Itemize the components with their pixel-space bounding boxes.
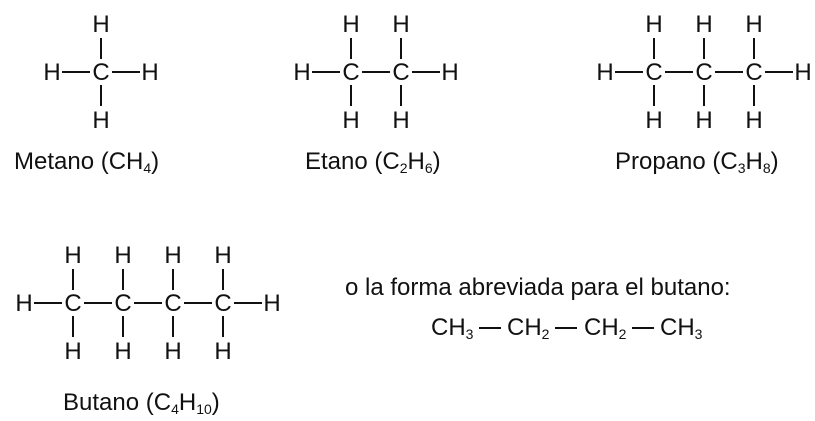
propane-hydrogen-atom: H [794, 59, 811, 86]
butane-carbon-atom: C [164, 290, 181, 317]
butane-carbon-atom: C [214, 290, 231, 317]
butane-caption: Butano (C4H10) [63, 389, 220, 417]
methane-caption: Metano (CH4) [14, 148, 160, 176]
propane-caption: Propano (C3H8) [615, 148, 779, 176]
butane-hydrogen-atom: H [64, 242, 81, 269]
condensed-group: CH2 [507, 314, 550, 342]
ethane-carbon-atom: C [342, 59, 359, 86]
propane-hydrogen-atom: H [596, 59, 613, 86]
methane-hydrogen-atom: H [141, 59, 158, 86]
propane-hydrogen-atom: H [695, 11, 712, 38]
ethane-caption: Etano (C2H6) [305, 148, 441, 176]
propane-carbon-atom: C [695, 59, 712, 86]
butane-hydrogen-atom: H [263, 290, 280, 317]
propane-carbon-atom: C [745, 59, 762, 86]
butane-hydrogen-atom: H [114, 338, 131, 365]
propane-hydrogen-atom: H [745, 107, 762, 134]
ethane-hydrogen-atom: H [392, 107, 409, 134]
ethane-hydrogen-atom: H [293, 59, 310, 86]
condensed-group: CH3 [660, 314, 703, 342]
propane-hydrogen-atom: H [645, 107, 662, 134]
ethane-hydrogen-atom: H [441, 59, 458, 86]
butane-carbon-atom: C [64, 290, 81, 317]
butane-condensed-formula: CH3 CH2 CH2 CH3 [431, 316, 731, 352]
condensed-group: CH2 [584, 314, 627, 342]
butane-hydrogen-atom: H [164, 338, 181, 365]
butane-carbon-atom: C [114, 290, 131, 317]
methane-hydrogen-atom: H [92, 107, 109, 134]
ethane-carbon-atom: C [392, 59, 409, 86]
propane-hydrogen-atom: H [645, 11, 662, 38]
butane-hydrogen-atom: H [214, 242, 231, 269]
methane-hydrogen-atom: H [43, 59, 60, 86]
ethane-hydrogen-atom: H [342, 11, 359, 38]
butane-hydrogen-atom: H [164, 242, 181, 269]
condensed-bond [555, 327, 577, 329]
butane-hydrogen-atom: H [214, 338, 231, 365]
butane-hydrogen-atom: H [15, 290, 32, 317]
condensed-bond [632, 327, 654, 329]
ethane-hydrogen-atom: H [392, 11, 409, 38]
methane-hydrogen-atom: H [92, 11, 109, 38]
propane-hydrogen-atom: H [745, 11, 762, 38]
butane-hydrogen-atom: H [114, 242, 131, 269]
propane-hydrogen-atom: H [695, 107, 712, 134]
abbreviated-form-note: o la forma abreviada para el butano: [345, 274, 731, 301]
condensed-group: CH3 [431, 314, 474, 342]
methane-carbon-atom: C [92, 59, 109, 86]
butane-hydrogen-atom: H [64, 338, 81, 365]
condensed-bond [479, 327, 501, 329]
propane-carbon-atom: C [645, 59, 662, 86]
ethane-hydrogen-atom: H [342, 107, 359, 134]
